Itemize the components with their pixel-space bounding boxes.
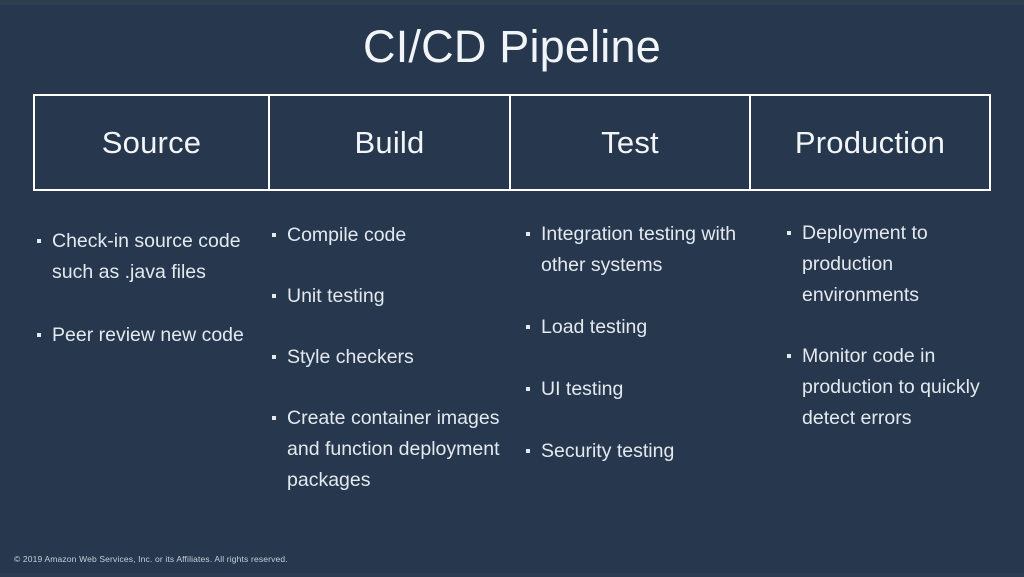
stage-cell-build[interactable]: Build — [270, 96, 511, 189]
list-item: Unit testing — [268, 281, 518, 312]
list-item: UI testing — [522, 374, 757, 405]
list-item-label: Integration testing with other systems — [541, 223, 737, 276]
bullet-dot-icon — [787, 354, 791, 358]
bullet-dot-icon — [787, 231, 791, 235]
stage-cell-production[interactable]: Production — [751, 96, 989, 189]
stage-cell-source[interactable]: Source — [35, 96, 270, 189]
stage-cell-test[interactable]: Test — [511, 96, 751, 189]
list-item-label: Peer review new code — [52, 324, 244, 346]
bottom-edge-strip — [0, 573, 1024, 577]
list-item-label: Check-in source code such as .java files — [52, 230, 241, 283]
bullet-dot-icon — [272, 233, 276, 237]
bullet-column-test: Integration testing with other systems L… — [522, 219, 757, 467]
bullet-column-source: Check-in source code such as .java files… — [33, 226, 279, 351]
bullet-column-production: Deployment to production environments Mo… — [783, 218, 998, 434]
bullet-dot-icon — [526, 232, 530, 236]
list-item-label: Load testing — [541, 316, 648, 338]
list-item: Check-in source code such as .java files — [33, 226, 279, 288]
list-item: Security testing — [522, 436, 757, 467]
list-item: Deployment to production environments — [783, 218, 998, 311]
footer-copyright: © 2019 Amazon Web Services, Inc. or its … — [14, 554, 288, 564]
stage-label-production: Production — [794, 125, 946, 160]
top-edge-strip — [0, 0, 1024, 5]
stage-label-build: Build — [354, 125, 425, 160]
list-item: Peer review new code — [33, 320, 279, 351]
pipeline-stage-bar: Source Build Test Production — [33, 94, 991, 191]
bullet-column-build: Compile code Unit testing Style checkers… — [268, 220, 518, 496]
list-item: Style checkers — [268, 342, 518, 373]
bullet-dot-icon — [526, 387, 530, 391]
stage-label-test: Test — [601, 125, 659, 160]
list-item: Monitor code in production to quickly de… — [783, 341, 998, 434]
stage-label-source: Source — [101, 125, 202, 160]
bullet-dot-icon — [272, 416, 276, 420]
list-item: Load testing — [522, 312, 757, 343]
list-item-label: Create container images and function dep… — [287, 407, 500, 491]
bullet-dot-icon — [37, 333, 41, 337]
list-item-label: Deployment to production environments — [802, 222, 928, 306]
bullet-dot-icon — [526, 449, 530, 453]
list-item-label: Unit testing — [287, 285, 385, 307]
list-item-label: UI testing — [541, 378, 624, 400]
list-item: Integration testing with other systems — [522, 219, 757, 281]
list-item-label: Compile code — [287, 224, 407, 246]
bullet-dot-icon — [272, 294, 276, 298]
list-item-label: Security testing — [541, 440, 675, 462]
page-title: CI/CD Pipeline — [363, 21, 661, 72]
list-item-label: Monitor code in production to quickly de… — [802, 345, 980, 429]
list-item: Create container images and function dep… — [268, 403, 518, 496]
bullet-dot-icon — [272, 355, 276, 359]
list-item: Compile code — [268, 220, 518, 251]
list-item-label: Style checkers — [287, 346, 414, 368]
pipeline-detail-columns: Check-in source code such as .java files… — [0, 222, 1024, 526]
bullet-dot-icon — [526, 325, 530, 329]
bullet-dot-icon — [37, 239, 41, 243]
